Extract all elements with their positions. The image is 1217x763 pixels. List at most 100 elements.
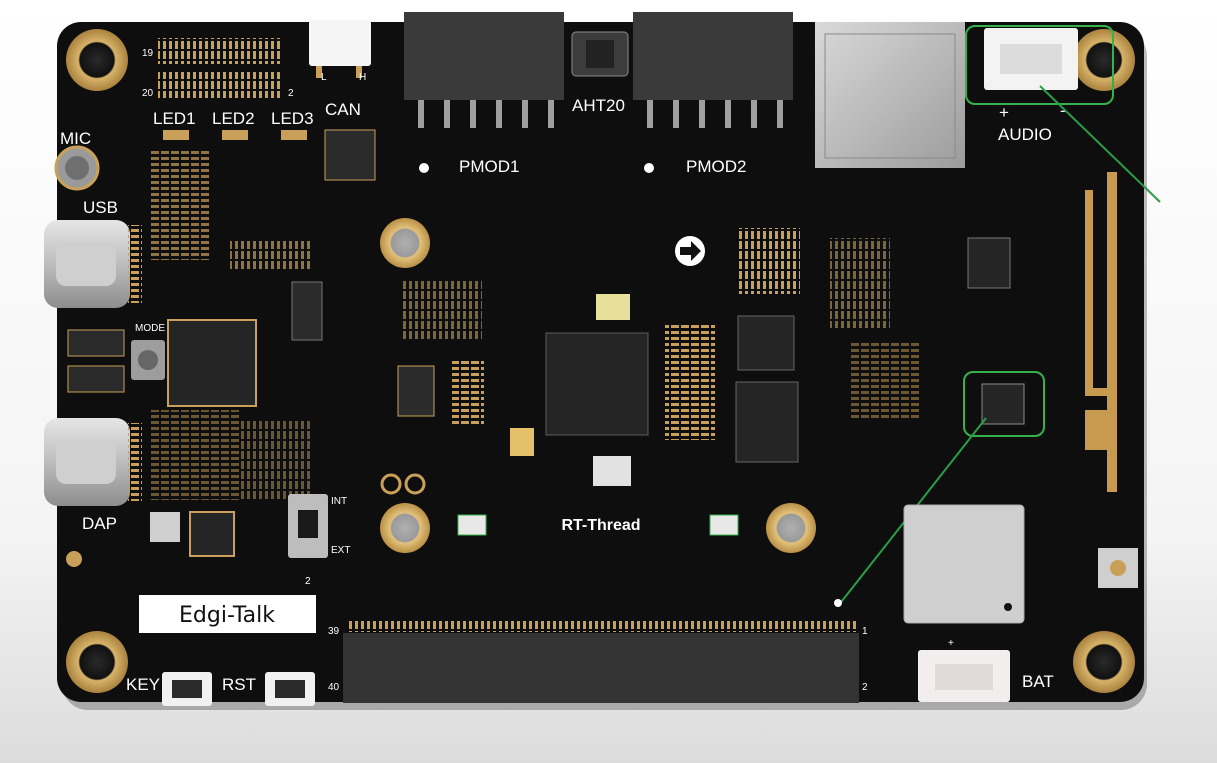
test-point [380,473,402,495]
ufl-pad [1110,560,1126,576]
smd-components [402,280,482,340]
smd-components [230,240,310,270]
audio-plus-label: + [999,103,1009,122]
gpio-pin-2-label: 2 [862,682,868,693]
test-pad [66,551,82,567]
rt-thread-logo: RT-Thread [561,517,640,534]
smd-inductor [67,329,125,357]
sd-card-frame [824,33,956,159]
smd-components [240,420,310,500]
led3-label: LED3 [271,109,314,128]
bat-label: BAT [1022,672,1054,691]
microphone-port [65,156,89,180]
bat-plus-label: + [948,638,954,649]
dap-pads [128,423,142,501]
pmod2-label: PMOD2 [686,157,746,176]
smd-components [150,410,240,500]
pointer-dot [834,599,842,607]
mode-button-cap [138,350,158,370]
crystal-oscillator [596,294,630,320]
mounting-hole-top-left [66,29,128,91]
audio-highlight-box [965,25,1114,105]
battery-connector-housing [935,664,993,690]
standoff-pad [766,503,816,553]
led2 [222,130,248,140]
can-h-label: H [359,72,366,83]
gpio-header-40pin[interactable] [343,633,859,703]
audio-label: AUDIO [998,125,1052,144]
smd-components [830,238,890,328]
smd-components [736,228,800,294]
led-indicator [709,514,739,536]
header-pads-row-bottom [158,72,283,98]
crystal [150,512,180,542]
pin-label-19: 19 [142,48,154,59]
capacitor [510,428,534,456]
board-name-badge [139,595,316,633]
ext-label: EXT [331,545,350,556]
led1 [163,130,189,140]
pin-label-20: 20 [142,88,154,99]
sd-card-slot[interactable] [815,22,965,168]
flash-chip [737,315,795,371]
smd-components [150,150,210,260]
can-transceiver [324,129,376,181]
pmod2-connector[interactable] [633,12,793,100]
audio-minus-label: - [1060,101,1066,120]
key-button-cap [172,680,202,698]
pmod1-label: PMOD1 [459,157,519,176]
pin-label-2: 2 [288,88,294,99]
led1-label: LED1 [153,109,196,128]
mic-label: MIC [60,129,91,148]
key-label: KEY [126,675,160,694]
standoff-pad [380,218,430,268]
pcb-antenna [1085,172,1117,492]
smd-inductor [67,365,125,393]
board-name: Edgi-Talk [179,603,275,628]
can-label: CAN [325,100,361,119]
rst-button-cap [275,680,305,698]
gpio-pin-40-label: 40 [328,682,340,693]
gpio-pin-1-label: 1 [862,626,868,637]
pmod2-pins [647,100,783,128]
can-l-label: L [321,72,327,83]
audio-pointer-arrow [1039,85,1161,203]
gpio-header-pads [346,620,856,632]
debug-chip [189,511,235,557]
led3 [281,130,307,140]
pin1-marker [419,163,429,173]
led-indicator [457,514,487,536]
mounting-hole-top-right [1073,29,1135,91]
audio-codec [967,237,1011,289]
usb-pads [128,225,142,303]
crystal [593,456,631,486]
arrow-glyph [680,241,701,261]
mode-label: MODE [135,323,165,334]
int-label: INT [331,496,347,507]
pmod1-connector[interactable] [404,12,564,100]
pin1-marker [644,163,654,173]
smd-components [452,360,484,426]
led2-label: LED2 [212,109,255,128]
can-connector [309,20,371,66]
highlighted-ic [981,383,1025,425]
main-soc [545,332,649,436]
usb-bridge-chip [167,319,257,407]
dap-usb-c-port [56,440,116,484]
test-point [404,473,426,495]
gpio-pin-39-label: 39 [328,626,340,637]
can-pin [356,66,362,78]
module-pin1-dot [1004,603,1012,611]
dap-label: DAP [82,514,117,533]
switch-pin-label: 2 [305,576,311,587]
usb-label: USB [83,198,118,217]
rst-label: RST [222,675,256,694]
aht20-die [586,40,614,68]
header-pads-row-top [158,38,283,64]
wireless-module [903,504,1025,624]
pmod1-pins [418,100,554,128]
smd-diode [291,281,323,341]
aht20-label: AHT20 [572,96,625,115]
mounting-hole-bottom-left [66,631,128,693]
